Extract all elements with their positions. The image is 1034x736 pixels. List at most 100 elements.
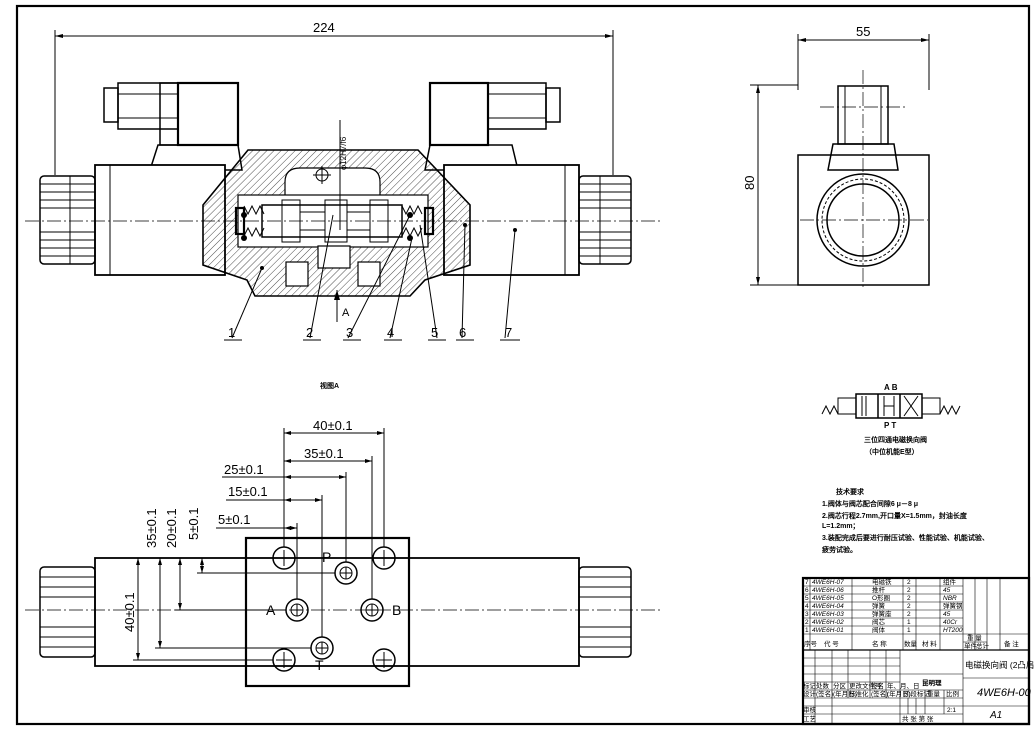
svg-text:45: 45 <box>943 611 951 618</box>
svg-text:40Cr: 40Cr <box>943 619 958 626</box>
svg-text:4WE6H-01: 4WE6H-01 <box>812 627 844 634</box>
svg-text:4WE6H-07: 4WE6H-07 <box>812 579 844 586</box>
svg-text:5: 5 <box>805 595 809 602</box>
svg-text:弹簧钢: 弹簧钢 <box>943 601 963 610</box>
svg-text:7: 7 <box>805 579 809 586</box>
svg-text:阶段标记: 阶段标记 <box>904 689 931 698</box>
dim-overall-length: 224 <box>313 20 335 35</box>
svg-text:1: 1 <box>805 627 809 634</box>
balloon-2: 2 <box>303 325 321 341</box>
svg-text:阀芯: 阀芯 <box>872 617 886 626</box>
svg-text:7: 7 <box>505 325 512 340</box>
dim-35-horizontal: 35±0.1 <box>304 446 344 461</box>
svg-text:1.阀体与阀芯配合间隙6 μ－8 μ: 1.阀体与阀芯配合间隙6 μ－8 μ <box>822 499 918 508</box>
symbol-subcaption: （中位机能E型） <box>865 447 919 456</box>
svg-text:更改文件号: 更改文件号 <box>849 681 882 690</box>
balloon-3: 3 <box>343 325 361 341</box>
svg-text:P: P <box>322 549 331 565</box>
technical-requirements: 技术要求 1.阀体与阀芯配合间隙6 μ－8 μ 2.阀芯行程2.7mm,开口量X… <box>822 487 989 554</box>
svg-text:(签名): (签名) <box>816 689 833 698</box>
unit-name: 昆明理 <box>922 678 942 687</box>
svg-text:6: 6 <box>459 325 466 340</box>
front-view: 224 <box>25 20 660 341</box>
svg-text:名 称: 名 称 <box>872 639 887 648</box>
svg-text:2: 2 <box>306 325 313 340</box>
balloon-7: 7 <box>500 325 520 341</box>
bom-header: 序号 代 号 名 称 数量 材 料 重 量 单件 总计 备 注 <box>804 634 1019 650</box>
svg-text:P T: P T <box>884 421 896 430</box>
dim-side-width: 55 <box>856 24 870 39</box>
svg-text:HT200: HT200 <box>943 627 963 634</box>
svg-text:疲劳试验。: 疲劳试验。 <box>822 545 857 554</box>
svg-text:组件: 组件 <box>943 577 957 586</box>
view-arrow-label: A <box>342 307 350 319</box>
svg-text:3: 3 <box>346 325 353 340</box>
drawing-number: 4WE6H-00 <box>977 687 1032 699</box>
svg-text:共 张 第 张: 共 张 第 张 <box>902 714 934 723</box>
svg-text:总计: 总计 <box>976 641 990 650</box>
svg-text:2.阀芯行程2.7mm,开口量X=1.5mm，封油长度: 2.阀芯行程2.7mm,开口量X=1.5mm，封油长度 <box>822 511 968 520</box>
svg-text:备 注: 备 注 <box>1004 639 1019 648</box>
svg-text:单件: 单件 <box>964 641 978 650</box>
dim-35-vertical: 35±0.1 <box>144 508 159 548</box>
svg-text:4: 4 <box>387 325 394 340</box>
svg-text:2: 2 <box>907 579 911 586</box>
svg-text:设计: 设计 <box>803 689 817 698</box>
mount-hole <box>372 648 396 672</box>
dim-40-horizontal: 40±0.1 <box>313 418 353 433</box>
side-view: 55 80 <box>742 24 930 290</box>
dim-bore-fit: φ12H7/f6 <box>339 136 348 170</box>
svg-text:分区: 分区 <box>833 681 847 690</box>
svg-text:材 料: 材 料 <box>922 639 937 648</box>
svg-text:3: 3 <box>805 611 809 618</box>
svg-text:4WE6H-06: 4WE6H-06 <box>812 587 844 594</box>
svg-text:T: T <box>315 657 324 673</box>
svg-text:6: 6 <box>805 587 809 594</box>
svg-text:4WE6H-05: 4WE6H-05 <box>812 595 844 602</box>
bottom-view: 视图A P A B T 40±0.1 <box>25 381 660 688</box>
svg-text:4WE6H-04: 4WE6H-04 <box>812 603 844 610</box>
svg-text:比例: 比例 <box>946 689 959 698</box>
dim-5-horizontal: 5±0.1 <box>218 512 250 527</box>
balloon-6: 6 <box>456 325 474 341</box>
svg-text:弹簧: 弹簧 <box>872 601 886 610</box>
svg-text:弹簧座: 弹簧座 <box>872 609 892 618</box>
svg-text:(年月日): (年月日) <box>833 689 857 698</box>
left-knurl <box>40 176 95 264</box>
sheet-size: A1 <box>989 710 1002 721</box>
balloon-1: 1 <box>224 325 242 341</box>
svg-text:2: 2 <box>805 619 809 626</box>
svg-text:标记: 标记 <box>803 681 817 690</box>
svg-text:2: 2 <box>907 603 911 610</box>
symbol-caption: 三位四通电磁换向阀 <box>864 435 927 444</box>
svg-text:代 号: 代 号 <box>824 639 839 648</box>
dim-15-horizontal: 15±0.1 <box>228 484 268 499</box>
svg-text:工艺: 工艺 <box>803 715 817 723</box>
svg-text:2: 2 <box>907 587 911 594</box>
svg-text:标准化: 标准化 <box>849 689 869 698</box>
svg-text:电磁铁: 电磁铁 <box>872 577 892 586</box>
svg-text:2: 2 <box>907 611 911 618</box>
balloon-4: 4 <box>384 325 402 341</box>
svg-text:2: 2 <box>907 595 911 602</box>
svg-text:技术要求: 技术要求 <box>836 487 865 496</box>
svg-text:审核: 审核 <box>803 705 817 714</box>
svg-text:推杆: 推杆 <box>872 585 886 594</box>
svg-text:A B: A B <box>884 383 898 392</box>
drawing-border <box>15 4 1031 726</box>
mount-hole <box>272 546 296 570</box>
svg-text:1: 1 <box>228 325 235 340</box>
mount-hole <box>372 546 396 570</box>
scale-value: 2:1 <box>947 707 956 714</box>
balloon-5: 5 <box>428 325 446 341</box>
svg-text:45: 45 <box>943 587 951 594</box>
svg-text:重 量: 重 量 <box>967 634 982 642</box>
right-knurl <box>579 176 631 264</box>
